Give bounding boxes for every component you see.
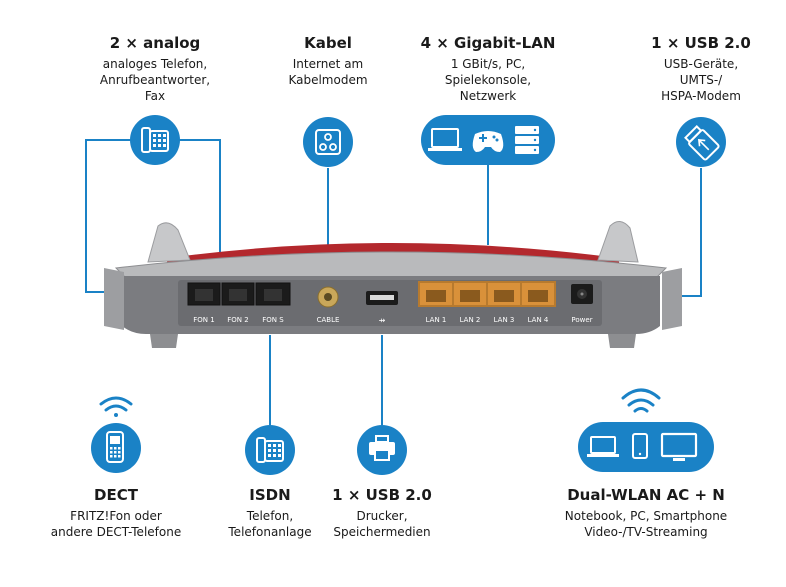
laptop-icon xyxy=(587,436,619,457)
usb-port: ⇸ xyxy=(366,291,398,325)
usb-bottom-label-block: 1 × USB 2.0 Drucker, Speichermedien xyxy=(322,486,442,540)
fon2-label: FON 2 xyxy=(227,316,248,324)
lan1-label: LAN 1 xyxy=(426,316,447,324)
usb-stick-icon xyxy=(676,117,726,167)
isdn-phone-icon xyxy=(245,425,295,475)
fons-label: FON S xyxy=(262,316,284,324)
wlan-description: Notebook, PC, Smartphone Video-/TV-Strea… xyxy=(546,508,746,540)
smartphone-icon xyxy=(632,433,648,459)
lan4-label: LAN 4 xyxy=(528,316,549,324)
kabel-desc-line: Kabelmodem xyxy=(288,73,368,87)
gamepad-icon xyxy=(472,131,504,152)
isdn-description: Telefon, Telefonanlage xyxy=(210,508,330,540)
wlan-label-block: Dual-WLAN AC + N Notebook, PC, Smartphon… xyxy=(546,486,746,540)
usb-bottom-desc-line: Drucker, xyxy=(356,509,408,523)
usb-top-description: USB-Geräte, UMTS-/ HSPA-Modem xyxy=(636,56,766,104)
wifi-icon xyxy=(621,388,661,413)
cable-label: CABLE xyxy=(317,316,340,324)
wlan-desc-line: Video-/TV-Streaming xyxy=(584,525,708,539)
analog-label-block: 2 × analog analoges Telefon, Anrufbeantw… xyxy=(65,34,245,104)
printer-icon xyxy=(357,425,407,475)
gigabit-lan-desc-line: 1 GBit/s, PC, xyxy=(450,57,526,71)
isdn-desc-line: Telefon, xyxy=(246,509,294,523)
analog-desc-line: analoges Telefon, xyxy=(102,57,208,71)
phone-icon xyxy=(130,115,180,165)
kabel-title: Kabel xyxy=(304,34,352,52)
gigabit-lan-description: 1 GBit/s, PC, Spielekonsole, Netzwerk xyxy=(408,56,568,104)
dect-desc-line: FRITZ!Fon oder xyxy=(70,509,162,523)
dect-desc-line: andere DECT-Telefone xyxy=(50,525,182,539)
kabel-description: Internet am Kabelmodem xyxy=(258,56,398,88)
analog-desc-line: Fax xyxy=(144,89,166,103)
usb-top-label-block: 1 × USB 2.0 USB-Geräte, UMTS-/ HSPA-Mode… xyxy=(636,34,766,104)
dect-title: DECT xyxy=(94,486,138,504)
usb-top-desc-line: USB-Geräte, xyxy=(663,57,739,71)
gigabit-lan-desc-line: Netzwerk xyxy=(459,89,517,103)
usb-top-title: 1 × USB 2.0 xyxy=(651,34,751,52)
wlan-desc-line: Notebook, PC, Smartphone xyxy=(564,509,728,523)
gigabit-lan-desc-line: Spielekonsole, xyxy=(444,73,532,87)
usb-bottom-description: Drucker, Speichermedien xyxy=(322,508,442,540)
analog-desc-line: Anrufbeantworter, xyxy=(99,73,211,87)
dect-description: FRITZ!Fon oder andere DECT-Telefone xyxy=(36,508,196,540)
coax-socket-icon xyxy=(303,117,353,167)
wifi-icon xyxy=(99,396,133,417)
usb-port-symbol: ⇸ xyxy=(379,316,386,325)
kabel-label-block: Kabel Internet am Kabelmodem xyxy=(258,34,398,88)
router xyxy=(104,221,682,348)
usb-bottom-desc-line: Speichermedien xyxy=(333,525,431,539)
lan-ports: LAN 1 LAN 2 LAN 3 LAN 4 xyxy=(418,281,556,324)
usb-bottom-title: 1 × USB 2.0 xyxy=(332,486,432,504)
cable-port: CABLE xyxy=(317,286,340,324)
lan2-label: LAN 2 xyxy=(460,316,481,324)
wlan-devices-badge xyxy=(578,422,714,472)
gigabit-lan-label-block: 4 × Gigabit-LAN 1 GBit/s, PC, Spielekons… xyxy=(408,34,568,104)
gigabit-lan-title: 4 × Gigabit-LAN xyxy=(420,34,556,52)
isdn-label-block: ISDN Telefon, Telefonanlage xyxy=(210,486,330,540)
server-icon xyxy=(515,126,539,154)
usb-top-desc-line: HSPA-Modem xyxy=(661,89,741,103)
isdn-desc-line: Telefonanlage xyxy=(228,525,312,539)
kabel-desc-line: Internet am xyxy=(292,57,364,71)
fon-ports: FON 1 FON 2 FON S xyxy=(187,282,291,324)
laptop-icon xyxy=(428,128,462,151)
dect-handset-icon xyxy=(91,423,141,473)
monitor-icon xyxy=(660,432,698,461)
analog-description: analoges Telefon, Anrufbeantworter, Fax xyxy=(65,56,245,104)
analog-title: 2 × analog xyxy=(109,34,201,52)
lan-devices-badge xyxy=(421,115,555,165)
lan3-label: LAN 3 xyxy=(494,316,515,324)
wlan-title: Dual-WLAN AC + N xyxy=(567,486,725,504)
dect-label-block: DECT FRITZ!Fon oder andere DECT-Telefone xyxy=(36,486,196,540)
usb-top-desc-line: UMTS-/ xyxy=(679,73,723,87)
power-port: Power xyxy=(571,284,593,324)
power-label: Power xyxy=(571,316,592,324)
isdn-title: ISDN xyxy=(249,486,291,504)
fon1-label: FON 1 xyxy=(193,316,214,324)
